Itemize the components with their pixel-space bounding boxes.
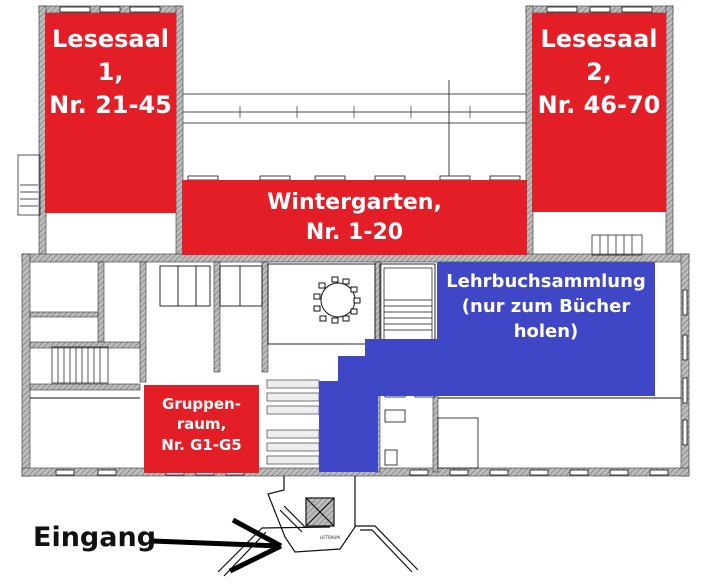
- zone-gruppenraum-line-2: raum,: [176, 415, 227, 434]
- zone-lesesaal-1[interactable]: Lesesaal 1, Nr. 21-45: [45, 13, 176, 213]
- round-table: [313, 276, 361, 324]
- dimension-ticks: [239, 106, 471, 118]
- zone-lehrbuchsammlung-line-1: Lehrbuchsammlung: [446, 271, 646, 292]
- zone-lesesaal-2-line-1: Lesesaal: [540, 25, 658, 53]
- zone-lehrbuchsammlung-line-3: holen): [513, 320, 579, 342]
- zone-lesesaal-1-line-3: Nr. 21-45: [49, 91, 172, 120]
- zone-gruppenraum-line-1: Gruppen-: [162, 395, 241, 413]
- dimension-lines: [183, 80, 526, 180]
- zone-lehrbuchsammlung-line-2: (nur zum Bücher: [461, 295, 631, 317]
- stairs-left: [17, 154, 109, 384]
- zone-gruppenraum[interactable]: Gruppen- raum, Nr. G1-G5: [144, 385, 259, 473]
- windows-top: [59, 6, 653, 13]
- zone-lesesaal-2-line-3: Nr. 46-70: [537, 91, 661, 120]
- zone-wintergarten-line-1: Wintergarten,: [267, 190, 442, 215]
- arrow-right-icon: [151, 517, 283, 574]
- seating-rows: [266, 379, 320, 465]
- windows-right: [682, 289, 688, 446]
- zone-lesesaal-1-line-1: Lesesaal: [51, 25, 170, 53]
- zone-lesesaal-2-line-2: 2,: [586, 58, 612, 87]
- zone-lehrbuchsammlung[interactable]: Lehrbuchsammlung (nur zum Bücher holen): [437, 262, 655, 344]
- entrance-label: Eingang: [33, 522, 157, 553]
- office-furniture: [384, 384, 479, 469]
- zone-wintergarten[interactable]: Wintergarten, Nr. 1-20: [182, 180, 527, 255]
- zone-lesesaal-2[interactable]: Lesesaal 2, Nr. 46-70: [532, 13, 666, 212]
- zone-wintergarten-line-2: Nr. 1-20: [305, 219, 404, 245]
- zone-gruppenraum-line-3: Nr. G1-G5: [161, 435, 242, 454]
- zone-lesesaal-1-line-2: 1,: [97, 58, 124, 87]
- elevator-label: LIFTRAUM: [320, 535, 340, 540]
